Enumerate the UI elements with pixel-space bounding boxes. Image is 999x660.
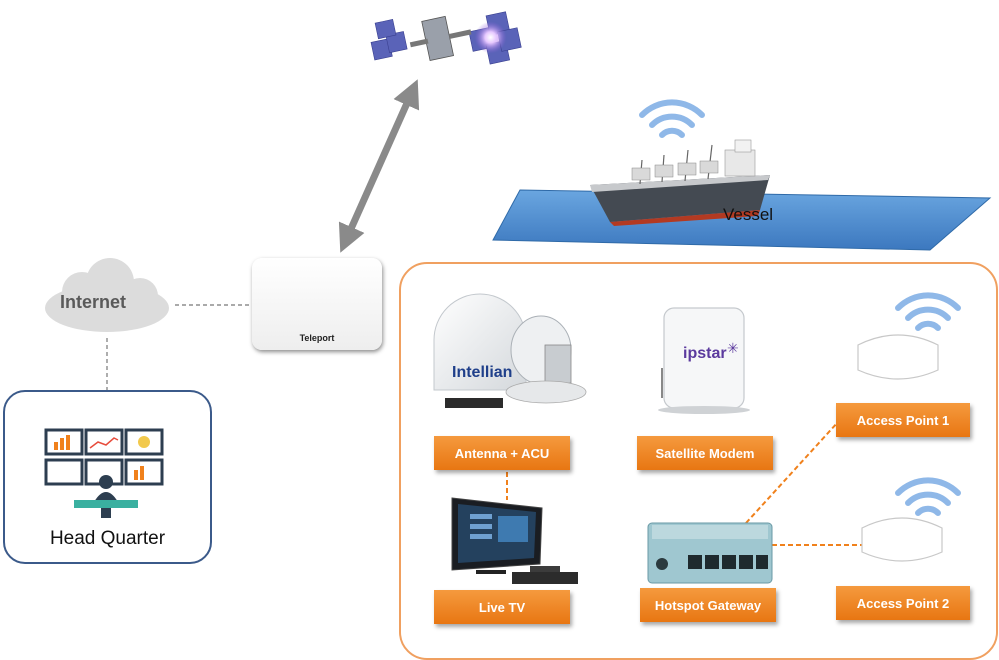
vessel-network-area — [399, 262, 998, 660]
head-quarter-label: Head Quarter — [49, 528, 166, 549]
ship-icon — [590, 139, 770, 226]
hotspot-gateway-icon — [647, 522, 773, 584]
access-point-2-label: Access Point 2 — [836, 586, 970, 620]
ipstar-modem-icon — [658, 307, 750, 414]
satellite-modem-label: Satellite Modem — [637, 436, 773, 470]
head-quarter-box: Head Quarter — [3, 390, 212, 564]
access-point-1-wifi-icon — [895, 292, 961, 331]
vessel-wifi-icon — [639, 99, 705, 138]
access-point-1-icon — [857, 334, 939, 380]
live-tv-icon — [451, 497, 578, 584]
gateway-ap1-link — [745, 421, 839, 524]
internet-cloud-icon — [45, 258, 169, 332]
teleport-card: Teleport — [252, 258, 382, 350]
internet-label: Internet — [60, 292, 127, 312]
access-point-2-wifi-icon — [895, 477, 961, 516]
teleport-label: Teleport — [299, 333, 335, 343]
intellian-antenna-icon — [433, 293, 587, 408]
antenna-acu-label: Antenna + ACU — [434, 436, 570, 470]
access-point-1-label: Access Point 1 — [836, 403, 970, 437]
hotspot-gateway-label: Hotspot Gateway — [640, 588, 776, 622]
ipstar-star-icon: ✳ — [727, 340, 739, 356]
access-point-2-icon — [861, 517, 943, 562]
live-tv-label: Live TV — [434, 590, 570, 624]
satellite-icon — [370, 11, 522, 65]
vessel-label: Vessel — [723, 205, 774, 224]
ipstar-brand-text: ipstar — [683, 345, 727, 362]
intellian-brand-text: Intellian — [452, 364, 513, 381]
satellite-link-arrow — [338, 79, 420, 253]
